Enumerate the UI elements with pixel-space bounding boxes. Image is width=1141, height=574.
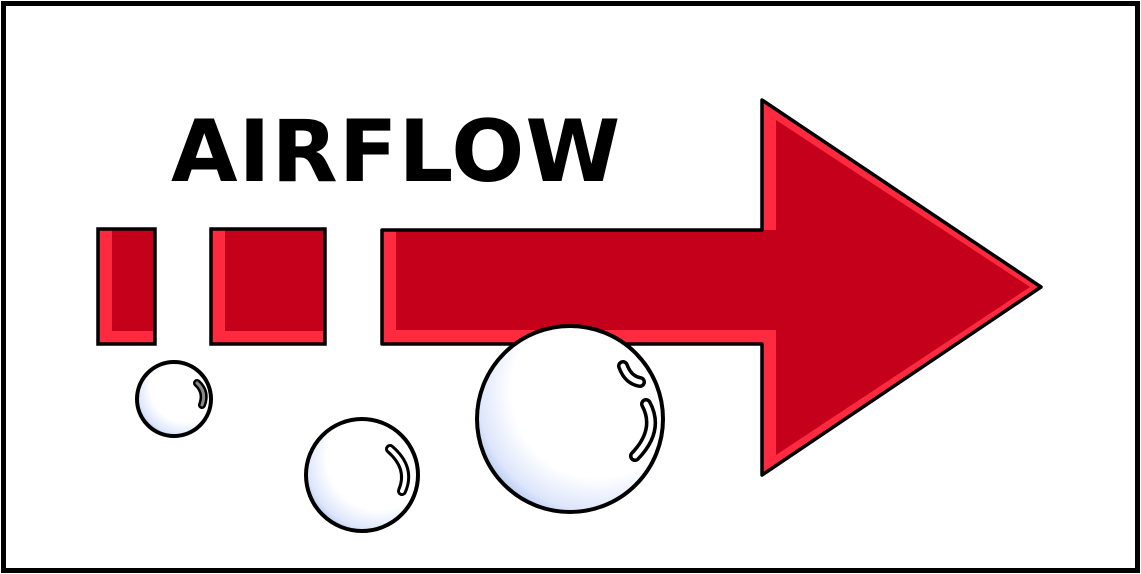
- arrow-tail-dash-1: [96, 227, 157, 346]
- bubble-icon: [475, 324, 665, 514]
- bubble-icon: [304, 417, 420, 533]
- sign-title: AIRFLOW: [171, 102, 622, 202]
- right-arrow-icon: [380, 98, 1043, 477]
- arrow-tail-dash-2: [209, 227, 327, 346]
- bubble-icon: [135, 360, 213, 438]
